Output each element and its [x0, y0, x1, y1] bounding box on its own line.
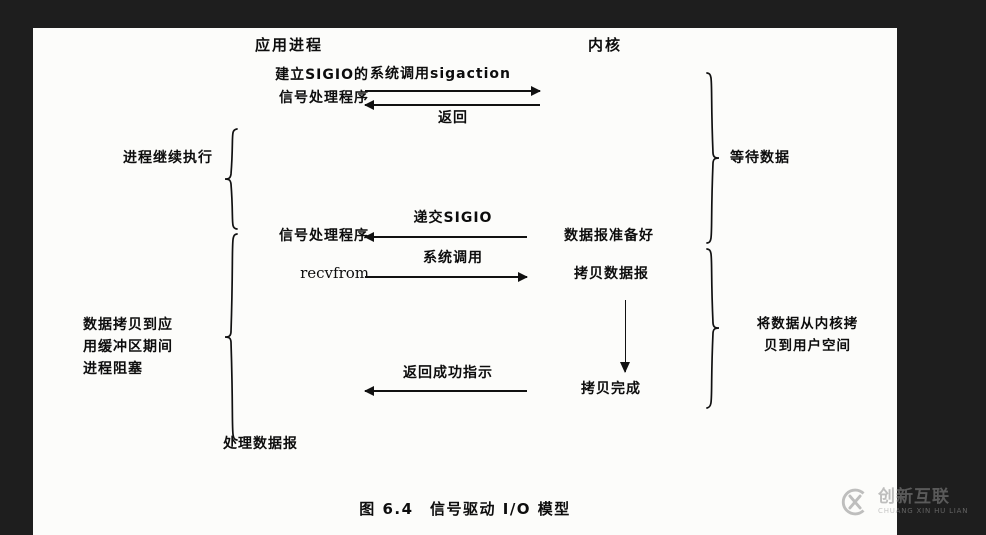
- left-annotation-blocked-line2: 用缓冲区期间: [83, 339, 173, 355]
- arrow-head-left: [364, 386, 374, 396]
- arrow-head-right: [531, 86, 541, 96]
- right-annotation-copy-line2: 贝到用户空间: [764, 338, 851, 354]
- message-arrow-return-success: [364, 386, 527, 396]
- left-annotation-blocked-line3: 进程阻塞: [83, 361, 143, 377]
- message-label-deliver-sigio: 递交SIGIO: [413, 210, 493, 226]
- left-annotation-blocked-line1: 数据拷贝到应: [83, 317, 173, 333]
- left-brace-process-blocked: [223, 233, 241, 441]
- message-arrow-syscall: [365, 272, 528, 282]
- column-header-application-process: 应用进程: [255, 36, 324, 54]
- arrow-head-left: [364, 232, 374, 242]
- watermark: 创新互联 CHUANG XIN HU LIAN: [838, 478, 978, 526]
- arrow-shaft: [365, 90, 540, 92]
- right-brace-waiting-for-data: [703, 72, 721, 244]
- figure-page: 应用进程 内核 建立SIGIO的 信号处理程序 信号处理程序 recvfrom …: [33, 28, 897, 535]
- arrow-head-down: [620, 362, 630, 373]
- kernel-step-copy-complete: 拷贝完成: [581, 381, 641, 397]
- process-step-recvfrom: recvfrom: [300, 264, 369, 282]
- process-step-establish-sigio-handler-line2: 信号处理程序: [279, 90, 369, 106]
- figure-caption: 图 6.4 信号驱动 I/O 模型: [359, 500, 571, 518]
- arrow-shaft: [365, 236, 527, 238]
- message-label-syscall: 系统调用: [423, 250, 483, 266]
- right-brace-copy-kernel-to-user: [703, 248, 721, 409]
- message-label-return-success: 返回成功指示: [403, 365, 493, 381]
- right-annotation-waiting-for-data: 等待数据: [730, 150, 790, 166]
- watermark-cn: 创新互联: [878, 487, 950, 507]
- message-arrow-deliver-sigio: [364, 232, 527, 242]
- arrow-shaft: [624, 300, 627, 372]
- cx-circle-logo-icon: [838, 485, 872, 519]
- message-arrow-syscall-sigaction: [365, 86, 541, 96]
- right-annotation-copy-line1: 将数据从内核拷: [756, 316, 859, 332]
- process-step-handle-datagram: 处理数据报: [223, 436, 298, 452]
- left-annotation-process-continues: 进程继续执行: [123, 150, 213, 166]
- process-step-establish-sigio-handler-line1: 建立SIGIO的: [275, 67, 369, 83]
- arrow-head-right: [518, 272, 528, 282]
- arrow-shaft: [365, 104, 540, 106]
- column-header-kernel: 内核: [588, 36, 623, 54]
- watermark-text: 创新互联 CHUANG XIN HU LIAN: [878, 489, 968, 515]
- process-step-signal-handler: 信号处理程序: [279, 228, 369, 244]
- left-brace-process-continues: [223, 128, 241, 230]
- watermark-en: CHUANG XIN HU LIAN: [878, 507, 969, 515]
- arrow-head-left: [364, 100, 374, 110]
- kernel-step-copy-datagram: 拷贝数据报: [574, 266, 649, 282]
- arrow-shaft: [365, 276, 527, 278]
- kernel-step-datagram-ready: 数据报准备好: [564, 228, 654, 244]
- kernel-copy-down-arrow: [620, 300, 631, 373]
- message-label-return: 返回: [438, 110, 468, 126]
- message-label-syscall-sigaction: 系统调用sigaction: [370, 66, 511, 82]
- message-arrow-return: [364, 100, 540, 110]
- arrow-shaft: [365, 390, 527, 392]
